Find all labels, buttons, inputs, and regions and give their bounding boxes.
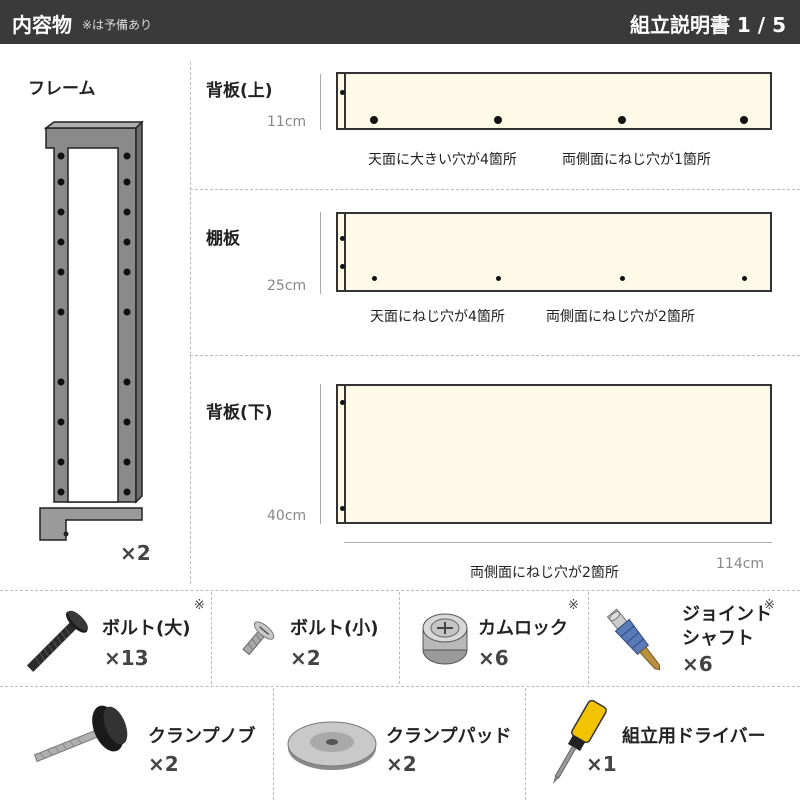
- divider: [190, 355, 800, 356]
- part-qty: ×6: [682, 652, 713, 676]
- hole: [370, 116, 378, 124]
- shelf-board-note-1: 天面にねじ穴が4箇所: [370, 309, 505, 325]
- divider: [211, 592, 212, 684]
- side-hole: [340, 90, 345, 95]
- divider: [273, 688, 274, 800]
- shelf-board-label: 棚板: [206, 229, 240, 249]
- spare-asterisk: ※: [194, 598, 205, 613]
- shelf-board-note-2: 両側面にねじ穴が2箇所: [546, 309, 695, 325]
- part-qty: ×1: [586, 752, 617, 776]
- shelf-board-height: 25cm: [267, 278, 307, 294]
- header-bar: 内容物 ※は予備あり 組立説明書 1 / 5: [0, 0, 800, 44]
- hole: [740, 116, 748, 124]
- part-name: ボルト(大): [102, 618, 191, 639]
- part-name: シャフト: [682, 628, 754, 649]
- frame-illustration: [39, 120, 144, 541]
- back-panel-top-height: 11cm: [267, 114, 307, 130]
- cam-lock-icon: [422, 613, 468, 665]
- part-name: クランプノブ: [148, 726, 256, 747]
- part-qty: ×2: [386, 752, 417, 776]
- bolt-small-icon: [242, 621, 275, 656]
- dimension-line: [320, 212, 321, 294]
- divider: [0, 686, 800, 687]
- divider: [0, 590, 800, 591]
- part-qty: ×13: [104, 646, 149, 670]
- spare-asterisk: ※: [568, 598, 579, 613]
- hole: [372, 276, 377, 281]
- divider: [525, 688, 526, 800]
- back-panel-top-label: 背板(上): [206, 81, 273, 101]
- clamp-knob-icon: [33, 705, 128, 763]
- back-panel-top-note-1: 天面に大きい穴が4箇所: [368, 152, 517, 168]
- board-edge: [338, 74, 346, 128]
- shelf-board: [336, 212, 772, 292]
- divider: [588, 592, 589, 684]
- hole: [494, 116, 502, 124]
- divider: [399, 592, 400, 684]
- side-hole: [340, 506, 345, 511]
- part-name: カムロック: [478, 618, 568, 639]
- back-panel-top-board: [336, 72, 772, 130]
- spare-note: ※は予備あり: [82, 18, 153, 32]
- part-qty: ×2: [290, 646, 321, 670]
- part-name: ジョイント: [682, 604, 772, 625]
- joint-shaft-icon: [606, 608, 661, 671]
- back-panel-bottom-label: 背板(下): [206, 403, 273, 423]
- part-name: ボルト(小): [290, 618, 379, 639]
- side-hole: [340, 236, 345, 241]
- page-title: 内容物: [12, 13, 72, 37]
- divider: [190, 62, 191, 584]
- clamp-pad-icon: [287, 721, 377, 770]
- back-panel-bottom-width: 114cm: [716, 556, 765, 572]
- frame-qty: ×2: [120, 541, 151, 565]
- width-dimension-line: [344, 542, 772, 543]
- screwdriver-icon: [553, 699, 607, 784]
- manual-page-indicator: 組立説明書 1 / 5: [629, 13, 786, 37]
- back-panel-top-note-2: 両側面にねじ穴が1箇所: [562, 152, 711, 168]
- back-panel-bottom-board: [336, 384, 772, 524]
- dimension-line: [320, 384, 321, 524]
- back-panel-bottom-note: 両側面にねじ穴が2箇所: [470, 565, 619, 581]
- bolt-large-icon: [26, 610, 89, 672]
- dimension-line: [320, 74, 321, 130]
- frame-label: フレーム: [28, 79, 96, 99]
- part-qty: ×2: [148, 752, 179, 776]
- spare-asterisk: ※: [764, 598, 775, 613]
- part-name: クランプパッド: [386, 726, 512, 747]
- side-hole: [340, 400, 345, 405]
- hole: [742, 276, 747, 281]
- side-hole: [340, 264, 345, 269]
- hole: [618, 116, 626, 124]
- divider: [190, 189, 800, 190]
- back-panel-bottom-height: 40cm: [267, 508, 307, 524]
- hole: [620, 276, 625, 281]
- board-edge: [338, 386, 346, 522]
- part-qty: ×6: [478, 646, 509, 670]
- hole: [496, 276, 501, 281]
- board-edge: [338, 214, 346, 290]
- part-name: 組立用ドライバー: [622, 726, 766, 747]
